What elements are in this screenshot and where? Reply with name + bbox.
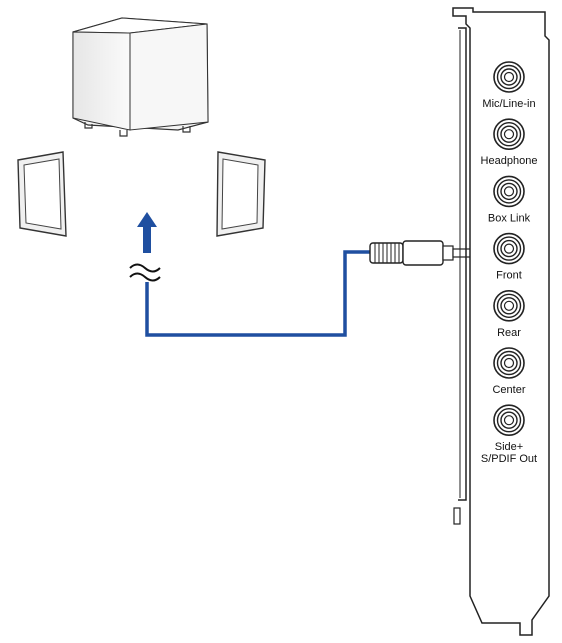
port-label: Mic/Line-in — [482, 98, 535, 110]
audio-cable — [145, 250, 372, 337]
wavy-break-icon — [129, 263, 161, 282]
port-label: Side+ — [495, 441, 523, 453]
port-box-link[interactable]: Box Link — [488, 175, 531, 224]
port-label: Center — [492, 384, 525, 396]
subwoofer — [72, 17, 209, 137]
port-center[interactable]: Center — [492, 347, 526, 396]
right-speaker — [216, 151, 266, 237]
port-side-spdif-out[interactable]: Side+S/PDIF Out — [481, 404, 537, 465]
left-speaker — [17, 151, 67, 237]
port-label: Front — [496, 270, 522, 282]
port-mic-line-in[interactable]: Mic/Line-in — [482, 61, 536, 110]
port-label: S/PDIF Out — [481, 453, 537, 465]
port-label: Box Link — [488, 212, 531, 224]
port-rear[interactable]: Rear — [493, 289, 525, 339]
port-headphone[interactable]: Headphone — [481, 118, 538, 167]
audio-plug — [369, 240, 474, 266]
port-label: Rear — [497, 327, 521, 339]
io-bracket — [452, 7, 550, 636]
port-front[interactable]: Front — [493, 232, 525, 282]
port-label: Headphone — [481, 155, 538, 167]
up-arrow-icon — [137, 212, 157, 253]
